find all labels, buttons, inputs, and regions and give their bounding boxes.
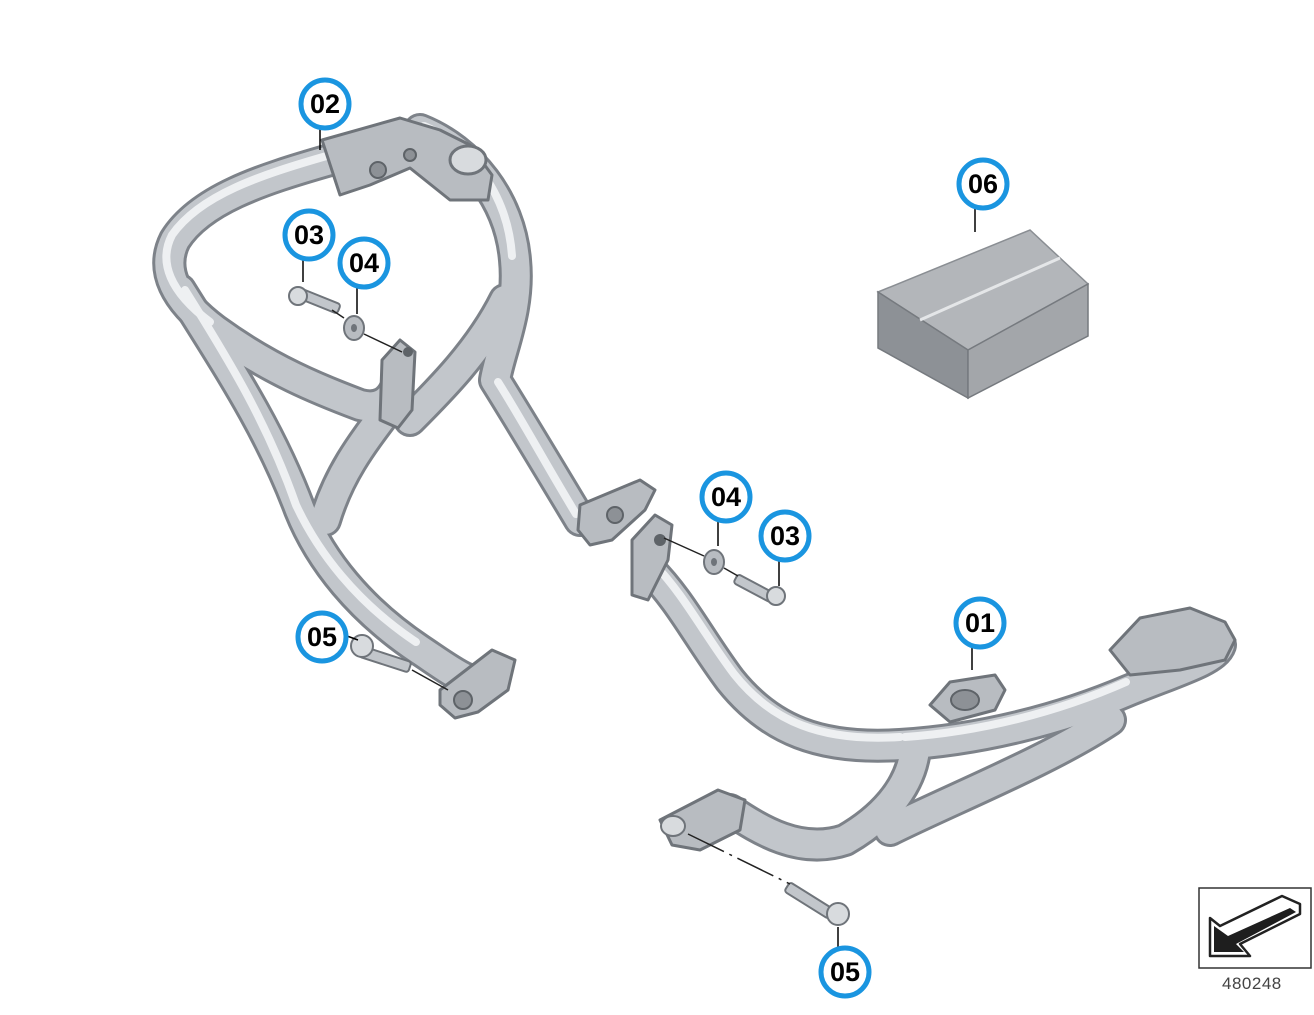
bolt-03-right [733, 574, 786, 606]
svg-text:04: 04 [711, 482, 741, 512]
diagram-number: 480248 [1222, 974, 1282, 993]
forward-arrow-icon [1198, 887, 1312, 969]
washer-04-right [703, 549, 725, 575]
callout-03: 03 [282, 208, 336, 262]
callout-04: 04 [699, 470, 753, 524]
left-crash-bar [152, 113, 657, 720]
svg-text:05: 05 [307, 622, 337, 652]
right-crash-bar [630, 513, 1237, 862]
callout-01: 01 [953, 596, 1007, 650]
leader-lines [302, 128, 976, 948]
svg-text:02: 02 [310, 89, 340, 119]
fasteners [288, 286, 850, 926]
svg-text:01: 01 [965, 608, 995, 638]
svg-text:03: 03 [294, 220, 324, 250]
callout-06: 06 [956, 157, 1010, 211]
callout-05: 05 [818, 945, 872, 999]
bolt-05-left [350, 634, 412, 673]
bolt-03-left [288, 286, 341, 314]
svg-text:05: 05 [830, 957, 860, 987]
svg-text:03: 03 [770, 521, 800, 551]
svg-text:04: 04 [349, 248, 379, 278]
washer-04-left [343, 315, 365, 341]
parts-box [876, 229, 1090, 400]
callout-04: 04 [337, 236, 391, 290]
callout-02: 02 [298, 77, 352, 131]
svg-text:06: 06 [968, 169, 998, 199]
callout-05: 05 [295, 610, 349, 664]
bolt-05-right [784, 882, 850, 926]
callout-03: 03 [758, 509, 812, 563]
